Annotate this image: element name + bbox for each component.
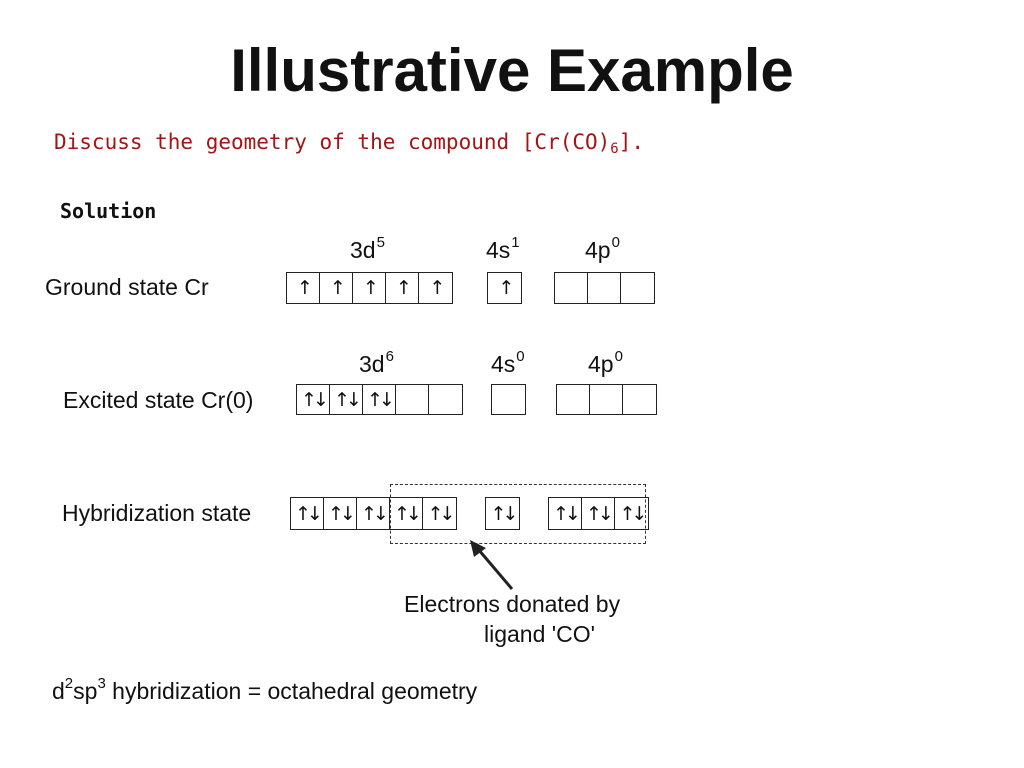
- question-prefix: Discuss the geometry of the compound [Cr…: [54, 130, 611, 154]
- orbital-box: ↑↓: [330, 385, 363, 414]
- question-text: Discuss the geometry of the compound [Cr…: [54, 128, 644, 156]
- excited-3d-boxes: ↑↓ ↑↓ ↑↓: [296, 384, 463, 415]
- orbital-box: ↑: [429, 277, 446, 299]
- conclusion-d-sup: 2: [64, 675, 74, 692]
- excited-4s-boxes: [491, 384, 526, 415]
- orbital-box: ↑: [320, 273, 353, 303]
- excited-4p-boxes: [556, 384, 657, 415]
- excited-3d-heading: 3d6: [359, 348, 394, 382]
- ground-state-label: Ground state Cr: [45, 274, 209, 300]
- donated-electrons-highlight: [390, 484, 646, 544]
- orbital-box: [623, 385, 656, 414]
- orbital-box: ↑↓: [357, 498, 390, 529]
- orbital-box: ↑↓: [363, 385, 396, 414]
- ground-3d-orbital: 3d: [350, 237, 376, 263]
- excited-4p-orbital: 4p: [588, 351, 614, 377]
- excited-4s-orbital: 4s: [491, 351, 516, 377]
- orbital-box: ↑↓: [324, 498, 357, 529]
- pointer-arrow-icon: [470, 540, 514, 590]
- ground-4p-boxes: [554, 272, 655, 304]
- conclusion-d: d: [52, 678, 65, 704]
- question-suffix: ].: [618, 130, 645, 154]
- hybrid-s-boxes: ↑↓: [485, 497, 520, 530]
- conclusion-rest: hybridization = octahedral geometry: [105, 678, 478, 704]
- excited-4p-sup: 0: [614, 348, 623, 365]
- orbital-box: [588, 273, 621, 303]
- ground-4p-sup: 0: [611, 234, 620, 251]
- ground-4p-heading: 4p0: [585, 234, 620, 268]
- ground-4p-orbital: 4p: [585, 237, 611, 263]
- orbital-box: [555, 273, 588, 303]
- excited-3d-orbital: 3d: [359, 351, 385, 377]
- ground-4s-heading: 4s1: [486, 234, 520, 268]
- orbital-box: [590, 385, 623, 414]
- orbital-box: [557, 385, 590, 414]
- orbital-box: ↑: [287, 273, 320, 303]
- orbital-box: ↑↓: [490, 502, 519, 525]
- conclusion-sp: sp: [73, 678, 98, 704]
- solution-label: Solution: [60, 199, 157, 223]
- orbital-box: [492, 385, 525, 414]
- ligand-annotation-line1: Electrons donated by: [404, 591, 621, 617]
- ligand-annotation: Electrons donated by ligand 'CO': [404, 589, 620, 649]
- conclusion-text: d2sp3 hybridization = octahedral geometr…: [52, 675, 478, 710]
- question-subscript: 6: [610, 141, 619, 157]
- orbital-box: ↑: [498, 277, 515, 299]
- ground-3d-sup: 5: [376, 234, 385, 251]
- hybrid-d-boxes: ↑↓ ↑↓ ↑↓ ↑↓ ↑↓: [290, 497, 457, 530]
- ground-3d-heading: 3d5: [350, 234, 385, 268]
- hybrid-p-boxes: ↑↓ ↑↓ ↑↓: [548, 497, 649, 530]
- ground-3d-boxes: ↑ ↑ ↑ ↑ ↑: [286, 272, 453, 304]
- excited-3d-sup: 6: [385, 348, 394, 365]
- orbital-box: ↑↓: [390, 498, 423, 529]
- ground-4s-orbital: 4s: [486, 237, 511, 263]
- orbital-box: ↑↓: [291, 498, 324, 529]
- orbital-box: ↑↓: [549, 498, 582, 529]
- orbital-box: ↑↓: [297, 385, 330, 414]
- orbital-box: [429, 385, 462, 414]
- excited-4s-heading: 4s0: [491, 348, 525, 382]
- slide-title: Illustrative Example: [230, 37, 794, 104]
- orbital-box: [396, 385, 429, 414]
- ligand-annotation-line2: ligand 'CO': [484, 621, 596, 647]
- orbital-box: ↑↓: [427, 502, 456, 525]
- orbital-box: ↑: [353, 273, 386, 303]
- hybridization-state-label: Hybridization state: [62, 500, 252, 526]
- excited-state-label: Excited state Cr(0): [63, 387, 254, 413]
- ground-4s-sup: 1: [511, 234, 520, 251]
- orbital-box: [621, 273, 654, 303]
- orbital-box: ↑↓: [619, 502, 648, 525]
- orbital-box: ↑↓: [582, 498, 615, 529]
- excited-4p-heading: 4p0: [588, 348, 623, 382]
- orbital-box: ↑: [386, 273, 419, 303]
- excited-4s-sup: 0: [516, 348, 525, 365]
- ground-4s-boxes: ↑: [487, 272, 522, 304]
- conclusion-sp-sup: 3: [97, 675, 106, 692]
